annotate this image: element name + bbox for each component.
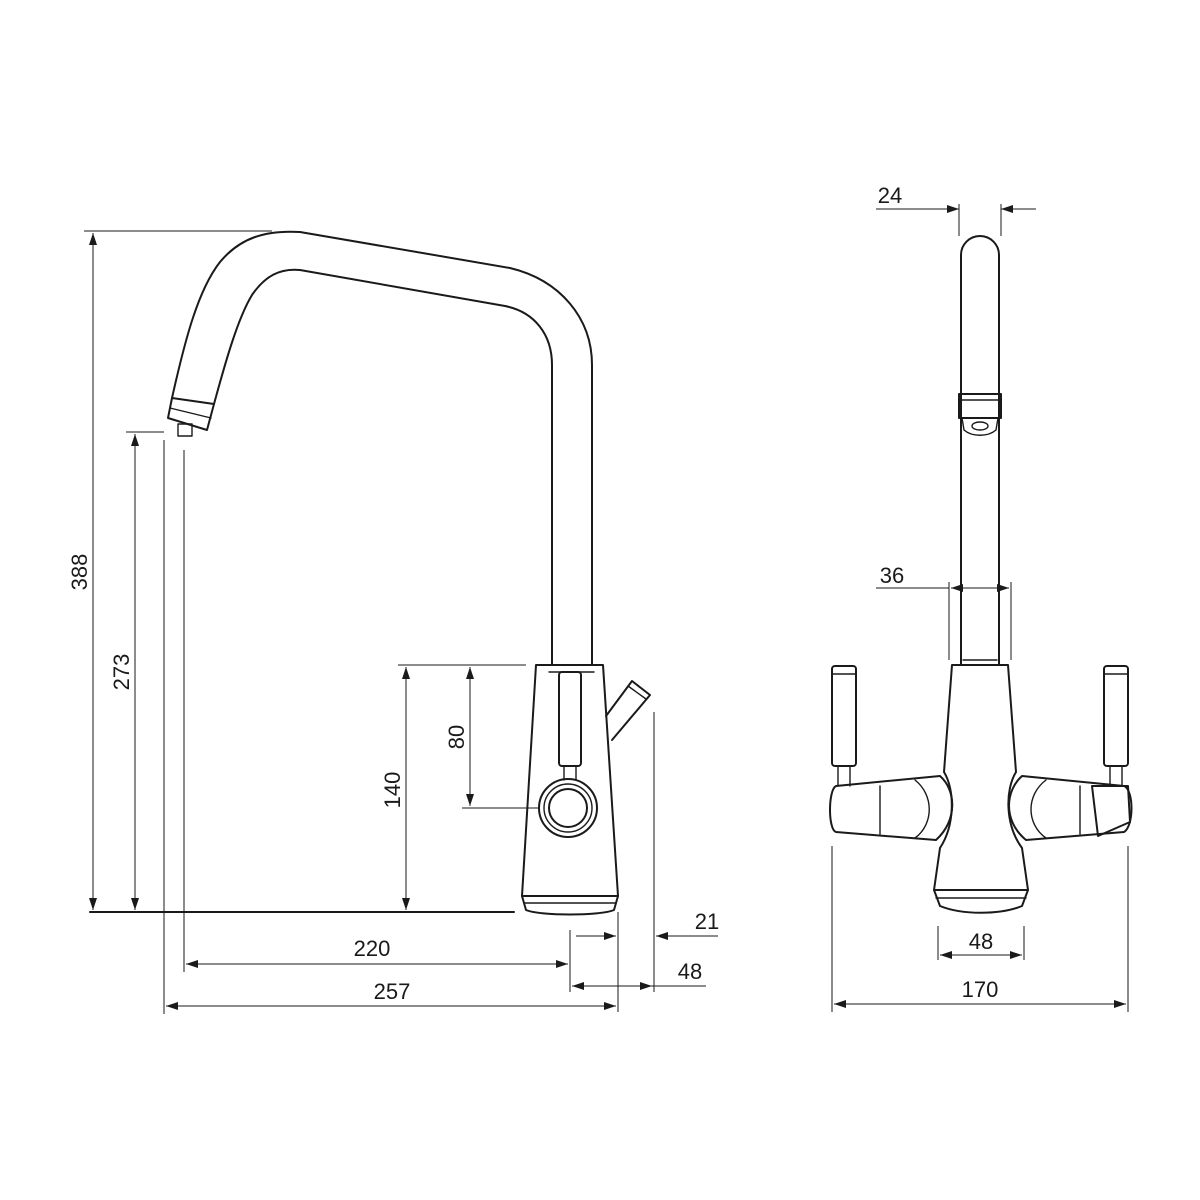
- dim-388-label: 388: [67, 554, 92, 591]
- dim-80-label: 80: [444, 725, 469, 749]
- dim-273-label: 273: [109, 654, 134, 691]
- dim-24-label: 24: [878, 183, 902, 208]
- front-left-handle: [829, 665, 954, 841]
- tap-body: [521, 664, 651, 916]
- side-view: 388 273 140 80 220 257 21 48: [67, 230, 719, 1014]
- front-dimension-lines: [834, 205, 1126, 1008]
- dim-21-label: 21: [695, 909, 719, 934]
- front-right-handle: [1008, 665, 1133, 841]
- dim-36-label: 36: [880, 563, 904, 588]
- side-dimension-labels: 388 273 140 80 220 257 21 48: [67, 554, 719, 1004]
- front-body: [933, 664, 1029, 914]
- front-dimension-labels: 24 36 48 170: [878, 183, 999, 1002]
- front-spout-tube: [958, 235, 1002, 666]
- front-extension-lines: [831, 204, 1129, 1012]
- dim-170-label: 170: [962, 977, 999, 1002]
- dim-48-front-label: 48: [969, 929, 993, 954]
- spout-outline: [167, 230, 593, 666]
- dim-257-label: 257: [374, 979, 411, 1004]
- dim-48-side-label: 48: [678, 959, 702, 984]
- side-dimension-lines: [89, 233, 718, 1010]
- dim-220-label: 220: [354, 936, 391, 961]
- side-extension-lines: [84, 230, 655, 1014]
- dim-140-label: 140: [380, 772, 405, 809]
- front-view: 24 36 48 170: [829, 183, 1133, 1012]
